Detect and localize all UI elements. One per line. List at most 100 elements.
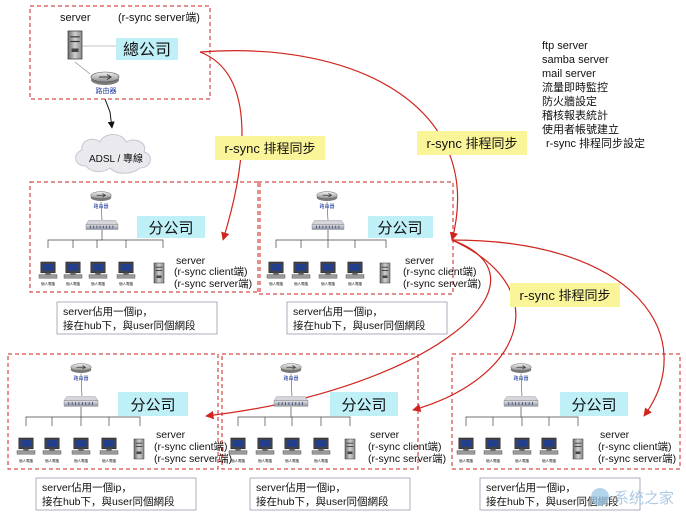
svg-text:server佔用一個ip，: server佔用一個ip， — [486, 481, 576, 494]
svg-text:個人電腦: 個人電腦 — [515, 458, 529, 463]
service-item: 稽核報表統計 — [542, 108, 608, 122]
branch-3: 路由器 分公司 個人電腦 個人電腦 個人電腦 個人電腦 server (r-sy… — [7, 353, 232, 470]
svg-text:接在hub下，與user同個網段: 接在hub下，與user同個網段 — [63, 319, 196, 332]
svg-text:(r-sync client端): (r-sync client端) — [598, 440, 672, 453]
hq-group: server (r-sync server端) 總公司 路由器 — [29, 5, 211, 100]
svg-text:個人電腦: 個人電腦 — [231, 458, 245, 463]
svg-text:分公司: 分公司 — [377, 220, 422, 237]
service-item: ftp server — [542, 40, 588, 52]
svg-text:個人電腦: 個人電腦 — [41, 281, 55, 286]
branch-2: 路由器 分公司 個人電腦 個人電腦 個人電腦 個人電腦 server (r-sy… — [257, 181, 481, 295]
service-item: 使用者帳號建立 — [542, 122, 619, 136]
svg-text:分公司: 分公司 — [130, 397, 175, 414]
svg-text:server: server — [405, 255, 435, 267]
svg-text:個人電腦: 個人電腦 — [91, 281, 105, 286]
svg-text:(r-sync server端): (r-sync server端) — [598, 452, 676, 465]
sync-arrow-hq-branch2 — [199, 50, 459, 241]
svg-text:個人電腦: 個人電腦 — [542, 458, 556, 463]
uplink-arrow — [104, 98, 115, 129]
svg-text:(r-sync client端): (r-sync client端) — [154, 440, 228, 453]
svg-text:server: server — [156, 429, 186, 441]
svg-text:個人電腦: 個人電腦 — [314, 458, 328, 463]
internet-cloud: ADSL / 專線 — [75, 134, 151, 174]
svg-text:個人電腦: 個人電腦 — [294, 281, 308, 286]
svg-text:個人電腦: 個人電腦 — [285, 458, 299, 463]
svg-text:server: server — [600, 429, 630, 441]
svg-text:分公司: 分公司 — [341, 397, 386, 414]
svg-text:個人電腦: 個人電腦 — [459, 458, 473, 463]
svg-text:個人電腦: 個人電腦 — [486, 458, 500, 463]
hq-server-role: (r-sync server端) — [118, 11, 200, 24]
note-4: server佔用一個ip， 接在hub下，與user同個網段 — [249, 477, 411, 511]
svg-text:(r-sync server端): (r-sync server端) — [403, 277, 481, 290]
hq-server-label: server — [60, 12, 91, 24]
branch-frame — [221, 353, 419, 470]
sync-arrow-branch5 — [451, 239, 665, 417]
svg-text:server佔用一個ip，: server佔用一個ip， — [42, 481, 132, 494]
svg-text:個人電腦: 個人電腦 — [102, 458, 116, 463]
svg-text:(r-sync server端): (r-sync server端) — [154, 452, 232, 465]
svg-text:接在hub下，與user同個網段: 接在hub下，與user同個網段 — [293, 319, 426, 332]
svg-text:server佔用一個ip，: server佔用一個ip， — [256, 481, 346, 494]
hub-icon — [311, 220, 345, 230]
svg-text:接在hub下，與user同個網段: 接在hub下，與user同個網段 — [256, 495, 389, 508]
note-2: server佔用一個ip， 接在hub下，與user同個網段 — [286, 301, 448, 335]
svg-text:server佔用一個ip，: server佔用一個ip， — [293, 305, 383, 318]
svg-text:接在hub下，與user同個網段: 接在hub下，與user同個網段 — [486, 495, 619, 508]
svg-text:r-sync 排程同步: r-sync 排程同步 — [519, 288, 610, 303]
svg-text:個人電腦: 個人電腦 — [74, 458, 88, 463]
svg-text:分公司: 分公司 — [571, 397, 616, 414]
note-5: server佔用一個ip， 接在hub下，與user同個網段 — [479, 477, 641, 511]
service-item: r-sync 排程同步設定 — [546, 136, 645, 150]
hub-icon — [85, 220, 119, 230]
svg-text:個人電腦: 個人電腦 — [66, 281, 80, 286]
note-1: server佔用一個ip， 接在hub下，與user同個網段 — [56, 301, 218, 335]
svg-text:r-sync 排程同步: r-sync 排程同步 — [224, 141, 315, 156]
branch-1: 路由器 分公司 個人電腦 個人電腦 個人電腦 個人電腦 server (r-sy… — [29, 181, 261, 293]
branch-name-badge — [137, 216, 205, 238]
branch-name-badge — [368, 216, 433, 238]
svg-text:個人電腦: 個人電腦 — [348, 281, 362, 286]
branch-server-role-server: (r-sync server端) — [174, 277, 252, 290]
hq-frame — [29, 5, 211, 100]
hq-server-icon — [67, 30, 83, 60]
svg-text:個人電腦: 個人電腦 — [269, 281, 283, 286]
hq-name-badge — [116, 38, 178, 60]
sync-arrow-branch4 — [412, 239, 517, 412]
services-list: ftp server samba server mail server 流量即時… — [542, 40, 645, 150]
service-item: samba server — [542, 54, 609, 66]
svg-text:(r-sync client端): (r-sync client端) — [403, 265, 477, 278]
hq-name: 總公司 — [123, 41, 171, 59]
svg-text:r-sync 排程同步: r-sync 排程同步 — [426, 136, 517, 151]
service-item: mail server — [542, 68, 596, 80]
svg-text:接在hub下，與user同個網段: 接在hub下，與user同個網段 — [42, 495, 175, 508]
branch-5: 路由器 分公司 個人電腦 個人電腦 個人電腦 個人電腦 server (r-sy… — [451, 353, 681, 470]
svg-text:(r-sync client端): (r-sync client端) — [368, 440, 442, 453]
watermark-text: 系统之家 — [614, 490, 674, 507]
hq-router-label: 路由器 — [96, 86, 117, 95]
service-item: 流量即時監控 — [542, 80, 608, 94]
branch-frame — [29, 181, 261, 293]
svg-text:個人電腦: 個人電腦 — [321, 281, 335, 286]
sync-label-1: r-sync 排程同步 — [215, 136, 325, 160]
branch-frame — [7, 353, 219, 470]
svg-text:個人電腦: 個人電腦 — [119, 281, 133, 286]
svg-text:server佔用一個ip，: server佔用一個ip， — [63, 305, 153, 318]
branch-4: 路由器 分公司 個人電腦 個人電腦 個人電腦 個人電腦 server (r-sy… — [221, 353, 446, 470]
branch-server-icon — [153, 262, 165, 284]
note-3: server佔用一個ip， 接在hub下，與user同個網段 — [35, 477, 197, 511]
watermark: 系统之家 — [591, 488, 674, 507]
branch-name: 分公司 — [148, 220, 193, 237]
branch-server-role-client: (r-sync client端) — [174, 265, 248, 278]
service-item: 防火牆設定 — [542, 94, 597, 108]
svg-text:個人電腦: 個人電腦 — [45, 458, 59, 463]
svg-text:個人電腦: 個人電腦 — [258, 458, 272, 463]
branch-server-label: server — [176, 255, 206, 267]
sync-label-2: r-sync 排程同步 — [417, 131, 527, 155]
branch-frame — [451, 353, 681, 470]
cloud-label: ADSL / 專線 — [89, 152, 143, 165]
hq-router-icon — [90, 71, 120, 86]
sync-label-3: r-sync 排程同步 — [510, 283, 620, 307]
svg-text:個人電腦: 個人電腦 — [19, 458, 33, 463]
